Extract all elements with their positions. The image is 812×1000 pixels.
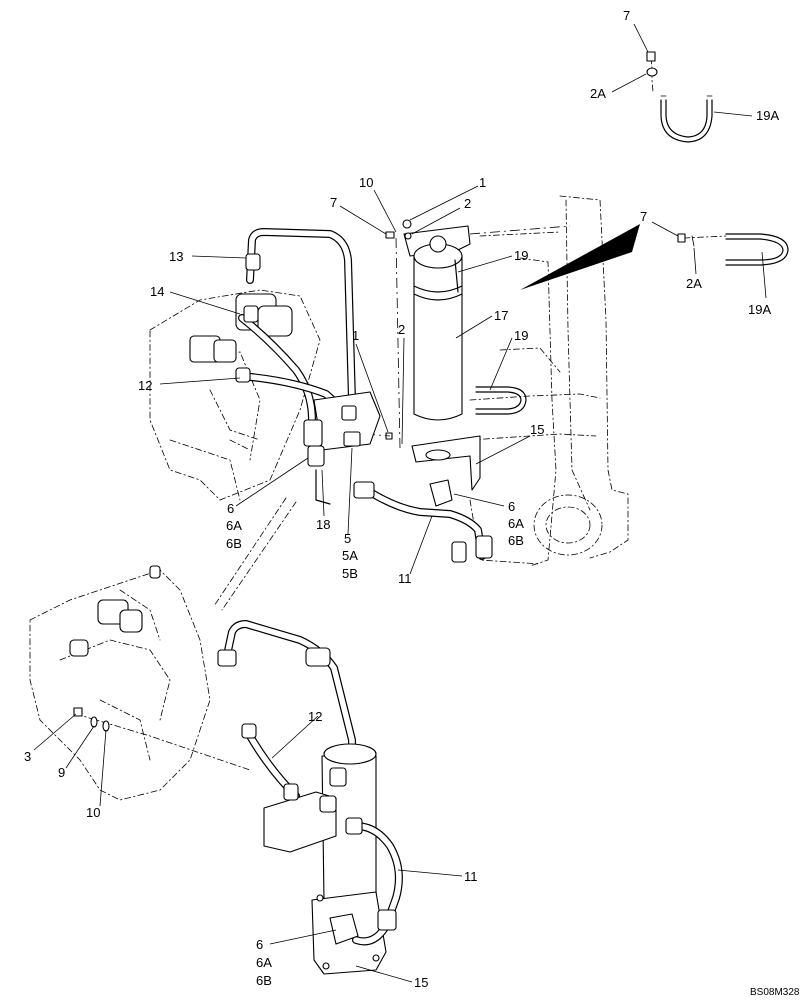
inset-u-bolt-right [677,233,789,266]
receiver-dryer-upper [385,219,481,491]
callout-label: 7 [640,209,647,224]
centerline-bracket [469,225,571,235]
callout-label: 5A [342,548,358,563]
hose-11-lower [329,817,403,946]
callout-label: 6 [227,501,234,516]
callout-label: 6 [508,499,515,514]
callout-label: 19 [514,248,528,263]
inset-u-bolt-top [646,51,713,143]
callout-label: 2 [398,322,405,337]
valve-body-upper [149,289,321,501]
callout-label: 12 [308,709,322,724]
callout-label: 19A [748,302,771,317]
hose-12-lower [217,620,356,800]
drawing-reference-code: BS08M328 [750,987,800,998]
machine-phantom-lower [29,565,211,801]
callout-label: 11 [398,571,412,586]
callout-label: 3 [24,749,31,764]
callout-label: 6B [508,533,524,548]
callout-label: 5B [342,566,358,581]
callout-label: 6B [256,973,272,988]
callout-label: 14 [150,284,164,299]
callout-label: 6A [226,518,242,533]
leader-lines [33,23,767,983]
manifold-block-upper [235,253,381,505]
hose-14 [238,314,318,460]
callout-label: 19A [756,108,779,123]
callout-label: 19 [514,328,528,343]
callout-label: 18 [316,517,330,532]
callout-label: 2 [464,196,471,211]
hose-13 [246,228,356,404]
callout-label: 12 [138,378,152,393]
callout-label: 17 [494,308,508,323]
callout-label: 2A [590,86,606,101]
callout-label: 6A [256,955,272,970]
callout-label: 6A [508,516,524,531]
centerline-bolt [395,237,401,449]
callout-labels: 7 2A 19A 10 1 7 2 19 13 7 2A 19A 14 17 1… [24,8,779,990]
callout-label: 2A [686,276,702,291]
hose-11-upper [353,479,493,563]
callout-label: 5 [344,531,351,546]
view-connector-line-b [213,497,287,607]
callout-label: 1 [352,328,359,343]
callout-label: 6 [256,937,263,952]
callout-label: 10 [86,805,100,820]
hose-12-upper [236,372,348,414]
callout-label: 7 [330,195,337,210]
callout-label: 15 [414,975,428,990]
callout-label: 6B [226,536,242,551]
callout-label: 9 [58,765,65,780]
callout-label: 7 [623,8,630,23]
u-bolt-19 [475,386,527,415]
view-connector-line-a [221,501,297,611]
view-pointer-wedge [520,224,640,290]
chassis-frame-outline [469,195,629,567]
callout-label: 15 [530,422,544,437]
callout-label: 1 [479,175,486,190]
lower-fasteners [73,707,251,771]
callout-label: 10 [359,175,373,190]
callout-label: 11 [464,869,478,884]
callout-label: 13 [169,249,183,264]
